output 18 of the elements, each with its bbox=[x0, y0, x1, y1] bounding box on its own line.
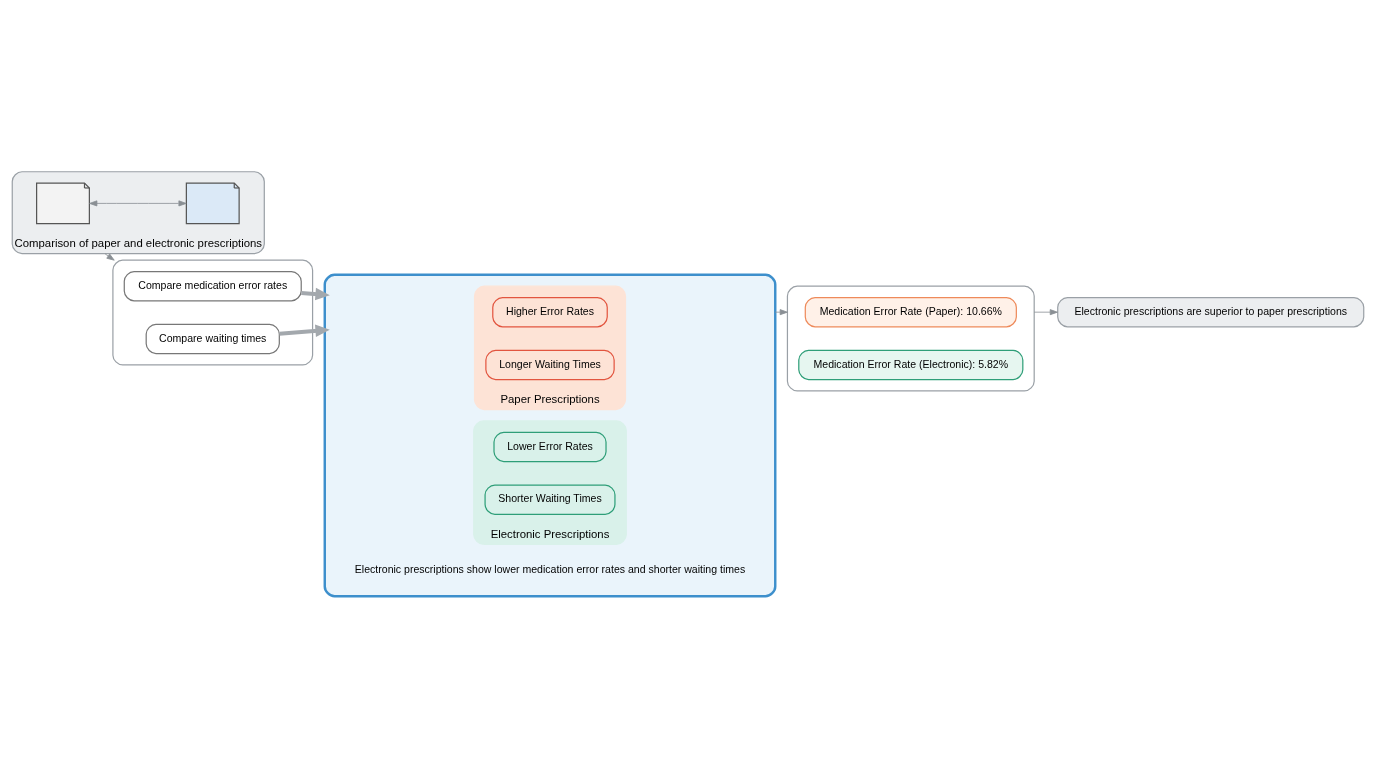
cluster bbox=[112, 259, 314, 366]
node-box: Compare medication error rates bbox=[123, 270, 302, 302]
arrow bbox=[89, 200, 187, 207]
arrow bbox=[279, 324, 330, 338]
arrow bbox=[774, 309, 788, 316]
node-text: Electronic prescriptions show lower medication error rates and shorter waiting times bbox=[354, 563, 746, 576]
node-box: Longer Waiting Times bbox=[485, 349, 615, 381]
node-box: Medication Error Rate (Electronic): 5.82% bbox=[798, 349, 1024, 381]
cluster bbox=[323, 273, 777, 598]
node-box: Medication Error Rate (Paper): 10.66% bbox=[804, 296, 1017, 328]
node-box: Compare waiting times bbox=[145, 323, 280, 355]
cluster bbox=[786, 285, 1035, 392]
arrow bbox=[104, 253, 115, 261]
node-box: Electronic prescriptions are superior to paper prescriptions bbox=[1057, 296, 1365, 328]
node-box: Higher Error Rates bbox=[492, 296, 608, 328]
arrow bbox=[1033, 309, 1058, 316]
node-box: Shorter Waiting Times bbox=[484, 484, 616, 515]
node-box: Lower Error Rates bbox=[493, 431, 607, 463]
